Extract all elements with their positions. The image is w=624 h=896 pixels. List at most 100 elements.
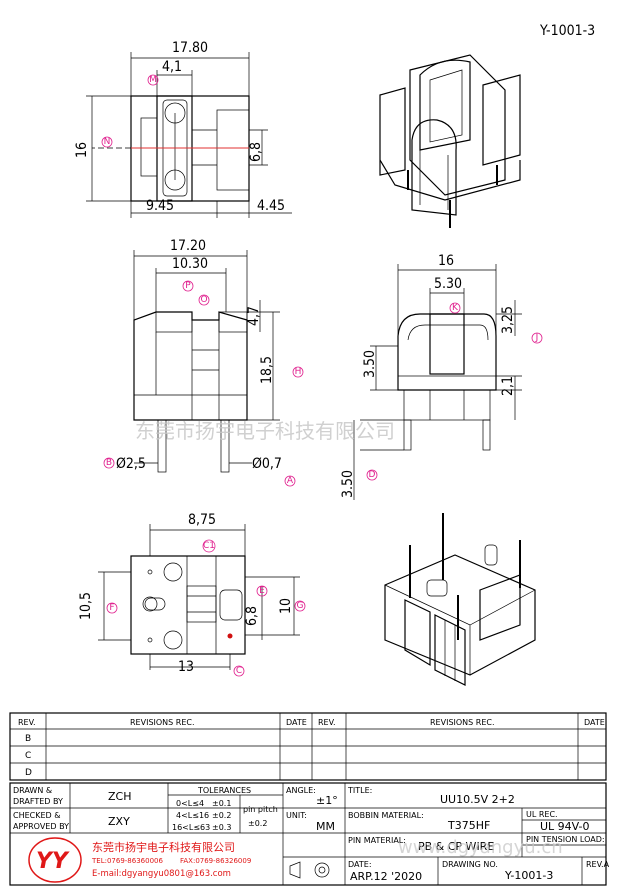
marker-m: M	[147, 74, 159, 86]
marker-h: H	[292, 366, 304, 378]
dim-top-height: 16	[74, 142, 90, 158]
dim-front-width: 17.20	[170, 238, 206, 254]
dim-bottom-h2: 6,8	[244, 606, 260, 626]
marker-c: C	[233, 665, 245, 677]
markers: M N P O H B A K J D C1 E F G C	[101, 74, 543, 677]
tol-value-3: ±0.3	[212, 823, 231, 832]
marker-a: A	[284, 475, 296, 487]
marker-j: J	[531, 332, 543, 344]
svg-text:N: N	[104, 137, 111, 147]
svg-text:P: P	[185, 281, 191, 291]
title-block: DRAWN & DRAFTED BY ZCH CHECKED & APPROVE…	[9, 782, 610, 886]
tol-range-2: 4<L≤16	[176, 811, 209, 820]
checked-value: ZXY	[108, 815, 130, 828]
svg-text:YY: YY	[36, 849, 70, 874]
svg-text:F: F	[109, 603, 114, 613]
company-name: 东莞市扬宇电子科技有限公司	[92, 840, 235, 854]
drawn-label-1: DRAWN &	[13, 786, 52, 795]
dim-side-pin: 3.50	[340, 470, 356, 498]
drawing-code: Y-1001-3	[539, 23, 595, 39]
bottom-view: 8,75 10,5 6,8 10 13	[78, 512, 300, 675]
dim-side-h2: 3.50	[362, 350, 378, 378]
rev-col-2: REVISIONS REC.	[130, 718, 195, 727]
svg-text:C1: C1	[203, 541, 215, 551]
watermark-url: www.dgyangyu.cn	[398, 837, 563, 858]
dim-side-h1: 3,25	[500, 306, 516, 334]
marker-p: P	[182, 280, 194, 292]
svg-text:E: E	[259, 586, 265, 596]
marker-e: E	[256, 585, 268, 597]
svg-text:D: D	[369, 470, 376, 480]
dim-bottom-w2: 13	[178, 659, 194, 675]
checked-label-1: CHECKED &	[13, 811, 60, 820]
rev-row-c: C	[25, 751, 31, 761]
ul-value: UL 94V-0	[540, 820, 590, 833]
svg-text:M: M	[149, 75, 157, 85]
marker-f: F	[106, 602, 118, 614]
rev-row-d: D	[25, 768, 32, 778]
front-view: 17.20 10.30 4,7 18,5 Ø2,5 Ø0,7	[116, 238, 282, 473]
marker-b: B	[103, 457, 115, 469]
pin-label: PIN MATERIAL:	[348, 836, 406, 845]
svg-text:K: K	[452, 303, 459, 313]
drawing-no-label: DRAWING NO.	[442, 860, 498, 869]
rev-col-4: REV.	[318, 718, 336, 727]
svg-text:O: O	[200, 295, 207, 305]
angle-label: ANGLE:	[286, 786, 316, 795]
date-value: ARP.12 '2020	[350, 870, 422, 883]
iso-view-top	[379, 54, 521, 228]
svg-text:C: C	[236, 666, 242, 676]
date-label: DATE:	[348, 860, 372, 869]
dim-front-h1: 4,7	[246, 306, 262, 326]
marker-d: D	[366, 469, 378, 481]
dim-bottom-h1: 10,5	[78, 592, 94, 620]
dim-front-pin2: Ø0,7	[252, 456, 282, 472]
tol-value-2: ±0.2	[212, 811, 231, 820]
drawn-label-2: DRAFTED BY	[13, 797, 63, 806]
dim-top-width: 17.80	[172, 40, 208, 56]
pin-tension-label: PIN TENSION LOAD:	[526, 835, 605, 844]
revisions-table: REV. REVISIONS REC. DATE REV. REVISIONS …	[9, 712, 607, 781]
dim-front-inner: 10.30	[172, 256, 208, 272]
tol-range-1: 0<L≤4	[176, 799, 204, 808]
rev-col-6: DATE	[584, 718, 605, 727]
pin-pitch-value: ±0.2	[248, 819, 267, 828]
unit-value: MM	[316, 820, 335, 833]
angle-value: ±1°	[316, 794, 338, 807]
tol-value-1: ±0.1	[212, 799, 231, 808]
dim-top-right: 4.45	[257, 198, 285, 214]
dim-side-inner: 5.30	[434, 276, 462, 292]
dim-front-pin: Ø2,5	[116, 456, 146, 472]
dim-side-width: 16	[438, 253, 454, 269]
tolerances-label: TOLERANCES	[197, 786, 251, 795]
svg-text:J: J	[535, 333, 539, 343]
dim-front-h2: 18,5	[259, 356, 275, 384]
drawn-value: ZCH	[108, 790, 132, 803]
rev-label: REV.A	[586, 860, 610, 869]
title-value: UU10.5V 2+2	[440, 793, 515, 806]
ul-label: UL REC.	[526, 810, 558, 819]
marker-n: N	[101, 136, 113, 148]
tol-range-3: 16<L≤63	[172, 823, 210, 832]
pin-value: PB & CP WIRE	[418, 840, 494, 853]
dim-top-slot: 6,8	[248, 142, 264, 162]
pin-pitch-label: pin pitch	[243, 805, 278, 814]
rev-col-5: REVISIONS REC.	[430, 718, 495, 727]
svg-text:H: H	[295, 367, 302, 377]
marker-g: G	[294, 600, 306, 612]
dim-side-h3: 2,1	[500, 376, 516, 396]
dim-top-inner: 4,1	[162, 59, 182, 75]
iso-view-bottom	[384, 513, 536, 686]
svg-text:B: B	[106, 458, 112, 468]
marker-k: K	[449, 302, 461, 314]
svg-text:G: G	[297, 601, 304, 611]
title-label: TITLE:	[347, 786, 372, 795]
side-view: 16 5.30 3,25 3.50 2,1 3.50	[340, 253, 522, 500]
company-logo: YY	[28, 837, 82, 883]
drawing-no-value: Y-1001-3	[504, 869, 553, 882]
rev-row-b: B	[25, 734, 31, 744]
watermark: 东莞市扬宇电子科技有限公司	[135, 419, 395, 443]
company-tel: TEL:0769-86360006	[91, 857, 163, 865]
checked-label-2: APPROVED BY	[13, 822, 69, 831]
